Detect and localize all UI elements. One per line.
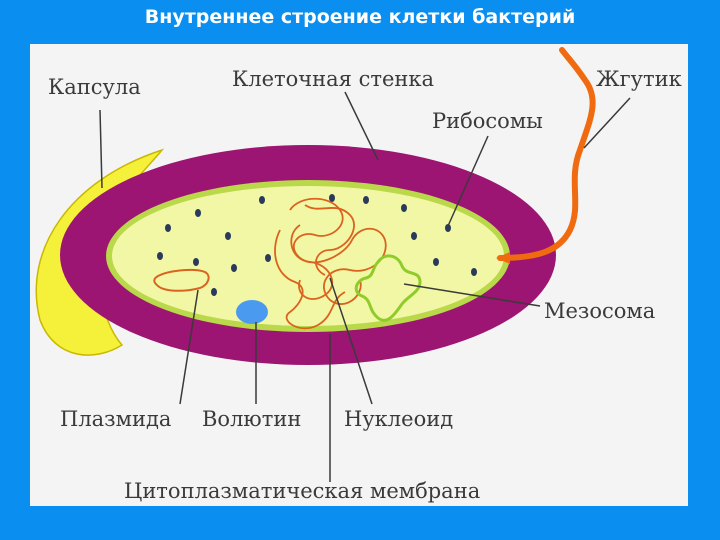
page-title: Внутреннее строение клетки бактерий [144,6,576,28]
ribosome-dot [259,196,265,204]
ribosome-dot [445,224,451,232]
leader-lines [99,91,631,482]
label-flagellum: Жгутик [596,67,682,91]
label-cell-wall: Клеточная стенка [232,67,434,91]
volutin-shape [236,300,268,324]
label-capsule: Капсула [48,75,141,99]
label-membrane: Цитоплазматическая мембрана [124,479,480,503]
ribosome-dot [363,196,369,204]
ribosomes [157,194,477,296]
ribosome-dot [329,194,335,202]
label-plasmid: Плазмида [60,407,171,431]
ribosome-dot [193,258,199,266]
plasmid-shape [153,268,210,292]
ribosome-dot [195,209,201,217]
mesosome-shape [354,254,422,322]
ribosome-dot [157,252,163,260]
ribosome-dot [211,288,217,296]
flagellum-hook [496,252,510,264]
ribosome-dot [165,224,171,232]
label-ribosomes: Рибосомы [432,109,543,133]
flagellum-shape [497,47,596,261]
ribosome-dot [401,204,407,212]
label-volutin: Волютин [202,407,301,431]
ribosome-dot [225,232,231,240]
ribosome-dot [231,264,237,272]
label-mesosome: Мезосома [544,299,655,323]
ribosome-dot [411,232,417,240]
nucleoid-shape [274,197,387,330]
ribosome-dot [471,268,477,276]
label-nucleoid: Нуклеоид [344,407,453,431]
ribosome-dot [265,254,271,262]
cytoplasm-shape [112,186,504,326]
ribosome-dot [433,258,439,266]
